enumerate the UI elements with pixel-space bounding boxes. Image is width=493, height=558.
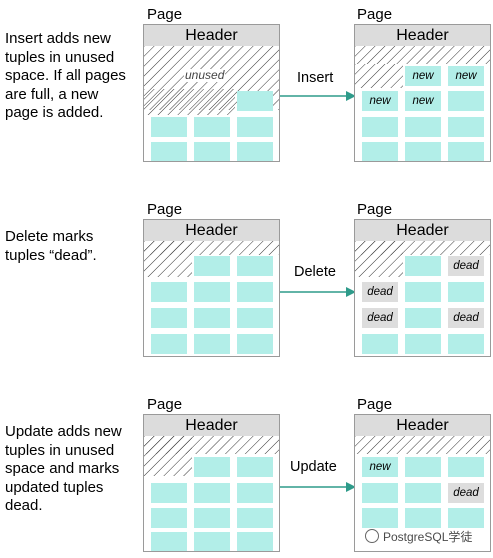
- page-header: Header: [355, 25, 490, 46]
- tuple-cell: [405, 508, 441, 528]
- tuple-cell: [405, 256, 441, 276]
- tuple-cell: [448, 457, 484, 477]
- tuple-cell: [194, 532, 230, 551]
- unused-space: [355, 436, 490, 454]
- update-description: Update adds new tuples in unused space a…: [5, 423, 122, 514]
- tuple-cell: [194, 117, 230, 137]
- tuple-cell: [405, 117, 441, 137]
- tuple-cell: [194, 457, 230, 477]
- page-update-before: Header: [143, 414, 280, 552]
- tuple-cell: [448, 282, 484, 302]
- dead-tuple-cell: dead: [448, 308, 484, 328]
- tuple-cell: [405, 334, 441, 354]
- tuple-cell: [448, 117, 484, 137]
- update-action-label: Update: [290, 459, 337, 475]
- page-delete-after: Header dead dead dead dead: [354, 219, 491, 357]
- tuple-cell: [151, 142, 187, 161]
- page-header: Header: [144, 415, 279, 436]
- page-header: Header: [355, 220, 490, 241]
- tuple-cell: [194, 282, 230, 302]
- insert-arrow: [280, 91, 356, 101]
- page-insert-before: Header unused: [143, 24, 280, 162]
- tuple-cell: [405, 483, 441, 503]
- tuple-cell: [237, 532, 273, 551]
- page-header: Header: [144, 220, 279, 241]
- tuple-cell: [448, 334, 484, 354]
- page-header: Header: [144, 25, 279, 46]
- new-tuple-cell: new: [362, 91, 398, 111]
- new-tuple-cell: new: [448, 66, 484, 86]
- tuple-cell: [237, 117, 273, 137]
- tuple-cell: [405, 457, 441, 477]
- tuple-cell: [151, 308, 187, 328]
- tuple-cell: [448, 142, 484, 161]
- update-arrow: [280, 482, 356, 492]
- tuple-cell: [405, 142, 441, 161]
- page-label-delete-after: Page: [357, 201, 393, 218]
- tuple-cell: [151, 508, 187, 528]
- insert-action-label: Insert: [297, 70, 334, 86]
- tuple-cell: [405, 282, 441, 302]
- tuple-cell: [448, 508, 484, 528]
- tuple-cell: [194, 142, 230, 161]
- tuple-cell: [237, 256, 273, 276]
- wechat-icon: [365, 529, 379, 543]
- tuple-cell: [151, 282, 187, 302]
- tuple-cell: [151, 532, 187, 551]
- tuple-cell: [237, 308, 273, 328]
- tuple-cell: [237, 334, 273, 354]
- tuple-cell: [194, 508, 230, 528]
- tuple-cell: [194, 308, 230, 328]
- tuple-cell: [151, 334, 187, 354]
- dead-tuple-cell: dead: [448, 256, 484, 276]
- watermark: PostgreSQL学徒: [365, 528, 472, 545]
- page-label-delete-before: Page: [147, 201, 183, 218]
- tuple-cell: [237, 91, 273, 111]
- unused-label: unused: [184, 68, 226, 82]
- unused-space: [355, 46, 490, 64]
- tuple-cell: [362, 483, 398, 503]
- page-update-after: Header new dead: [354, 414, 491, 552]
- tuple-cell: [362, 117, 398, 137]
- page-delete-before: Header: [143, 219, 280, 357]
- tuple-cell: [362, 142, 398, 161]
- tuple-cell: [237, 142, 273, 161]
- page-label-update-after: Page: [357, 396, 393, 413]
- delete-action-label: Delete: [294, 264, 336, 280]
- tuple-cell: [151, 117, 187, 137]
- new-tuple-cell: new: [405, 66, 441, 86]
- tuple-cell: [362, 334, 398, 354]
- insert-description: Insert adds new tuples in unused space. …: [5, 30, 126, 121]
- page-insert-after: Header new new new new: [354, 24, 491, 162]
- page-label-insert-after: Page: [357, 6, 393, 23]
- tuple-cell: [237, 508, 273, 528]
- tuple-cell: [151, 483, 187, 503]
- tuple-cell: [405, 308, 441, 328]
- dead-tuple-cell: dead: [362, 282, 398, 302]
- tuple-cell: [237, 457, 273, 477]
- page-label-update-before: Page: [147, 396, 183, 413]
- tuple-cell: [362, 508, 398, 528]
- tuple-cell: [194, 483, 230, 503]
- tuple-cell: [237, 282, 273, 302]
- delete-arrow: [280, 287, 356, 297]
- delete-description: Delete marks tuples “dead”.: [5, 228, 97, 264]
- page-header: Header: [355, 415, 490, 436]
- tuple-cell: [194, 334, 230, 354]
- page-label-insert-before: Page: [147, 6, 183, 23]
- tuple-cell: [194, 256, 230, 276]
- new-tuple-cell: new: [405, 91, 441, 111]
- dead-tuple-cell: dead: [448, 483, 484, 503]
- new-tuple-cell: new: [362, 457, 398, 477]
- tuple-cell: [237, 483, 273, 503]
- tuple-cell: [448, 91, 484, 111]
- dead-tuple-cell: dead: [362, 308, 398, 328]
